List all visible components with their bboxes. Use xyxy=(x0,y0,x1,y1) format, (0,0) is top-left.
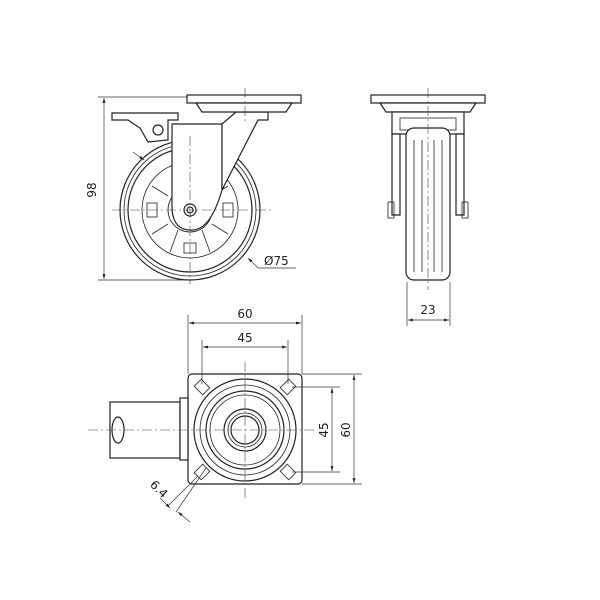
plate-height-label: 60 xyxy=(339,422,353,437)
height-dimension-label: 98 xyxy=(85,182,99,197)
top-view: 60 45 45 60 6.4 xyxy=(88,307,362,523)
front-view: 23 xyxy=(370,88,486,326)
hole-diameter-label: 6.4 xyxy=(147,477,170,500)
side-view: 98 Ø75 xyxy=(85,88,302,284)
width-dimension-label: 23 xyxy=(420,303,435,317)
hole-spacing-y-label: 45 xyxy=(317,422,331,437)
diameter-dimension-label: Ø75 xyxy=(264,254,289,268)
plate-width-label: 60 xyxy=(237,307,252,321)
hole-spacing-x-label: 45 xyxy=(237,331,252,345)
